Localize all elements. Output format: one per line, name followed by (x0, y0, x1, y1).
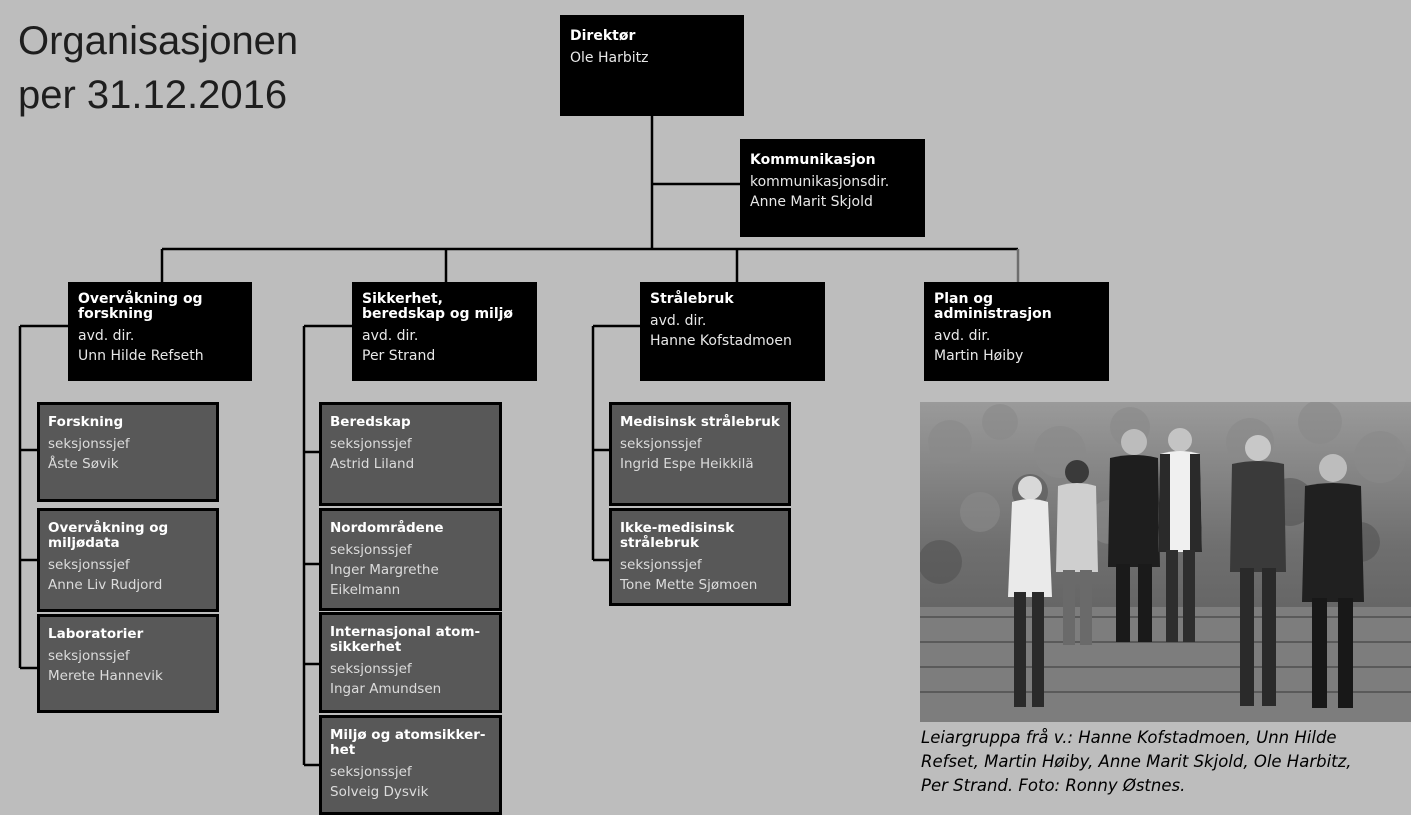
section-person: Åste Søvik (48, 456, 119, 472)
section-name: Nordområdene (330, 520, 444, 536)
title-line-1: Organisasjonen (18, 19, 299, 63)
department-box-overvakning: Overvåkning og forskning avd. dir. Unn H… (68, 282, 252, 381)
department-person: Unn Hilde Refseth (78, 348, 204, 364)
department-role: avd. dir. (934, 328, 991, 344)
director-person: Ole Harbitz (570, 50, 649, 66)
department-person: Per Strand (362, 348, 436, 364)
section-person: Astrid Liland (330, 456, 415, 472)
department-role: avd. dir. (650, 313, 707, 329)
department-name: Strålebruk (650, 291, 734, 307)
photo-caption: Leiargruppa frå v.: Hanne Kofstadmoen, U… (921, 726, 1411, 798)
department-role: avd. dir. (78, 328, 135, 344)
section-name: Forskning (48, 414, 124, 430)
section-box-ikke-medisinsk-stralebruk: Ikke-medisinsk strålebruk seksjonssjef T… (609, 508, 791, 606)
section-role: seksjonssjef (330, 542, 412, 558)
section-box-overvakning-miljodata: Overvåkning og miljødata seksjonssjef An… (37, 508, 219, 612)
section-person: Solveig Dysvik (330, 784, 429, 800)
section-person: Anne Liv Rudjord (48, 577, 163, 593)
section-person: Inger Margrethe Eikelmann (330, 562, 439, 598)
department-box-sikkerhet: Sikkerhet, beredskap og miljø avd. dir. … (352, 282, 537, 381)
section-box-laboratorier: Laboratorier seksjonssjef Merete Hannevi… (37, 614, 219, 713)
department-name: Sikkerhet, beredskap og miljø (362, 291, 514, 322)
page-title: Organisasjonen per 31.12.2016 (18, 14, 298, 122)
section-role: seksjonssjef (330, 764, 412, 780)
section-role: seksjonssjef (620, 436, 702, 452)
section-person: Merete Hannevik (48, 668, 163, 684)
section-person: Tone Mette Sjømoen (620, 577, 758, 593)
communication-role: kommunikasjonsdir. (750, 174, 890, 190)
communication-person: Anne Marit Skjold (750, 194, 873, 210)
section-role: seksjonssjef (48, 648, 130, 664)
department-role: avd. dir. (362, 328, 419, 344)
department-name: Plan og administrasjon (934, 291, 1052, 322)
caption-line-3: Per Strand. Foto: Ronny Østnes. (921, 776, 1186, 795)
director-label: Direktør (570, 28, 636, 44)
section-box-internasjonal-atomsikkerhet: Internasjonal atom-sikkerhet seksjonssje… (319, 612, 502, 713)
department-person: Martin Høiby (934, 348, 1024, 364)
department-box-stralebruk: Strålebruk avd. dir. Hanne Kofstadmoen (640, 282, 825, 381)
leadership-group-photo (920, 402, 1411, 722)
section-box-beredskap: Beredskap seksjonssjef Astrid Liland (319, 402, 502, 506)
section-name: Beredskap (330, 414, 411, 430)
section-person: Ingrid Espe Heikkilä (620, 456, 754, 472)
caption-line-1: Leiargruppa frå v.: Hanne Kofstadmoen, U… (921, 728, 1337, 747)
section-role: seksjonssjef (48, 436, 130, 452)
section-name: Medisinsk strålebruk (620, 414, 780, 430)
department-person: Hanne Kofstadmoen (650, 333, 792, 349)
section-role: seksjonssjef (48, 557, 130, 573)
section-role: seksjonssjef (330, 436, 412, 452)
section-name: Ikke-medisinsk strålebruk (620, 520, 735, 551)
director-box: Direktør Ole Harbitz (560, 15, 744, 116)
section-name: Overvåkning og miljødata (48, 520, 169, 551)
section-box-miljo-atomsikkerhet: Miljø og atomsikker-het seksjonssjef Sol… (319, 715, 502, 815)
section-name: Laboratorier (48, 626, 144, 642)
section-box-forskning: Forskning seksjonssjef Åste Søvik (37, 402, 219, 502)
section-role: seksjonssjef (620, 557, 702, 573)
section-box-medisinsk-stralebruk: Medisinsk strålebruk seksjonssjef Ingrid… (609, 402, 791, 506)
section-name: Internasjonal atom-sikkerhet (330, 624, 481, 655)
communication-label: Kommunikasjon (750, 152, 876, 168)
caption-line-2: Refset, Martin Høiby, Anne Marit Skjold,… (921, 752, 1352, 771)
section-role: seksjonssjef (330, 661, 412, 677)
communication-box: Kommunikasjon kommunikasjonsdir. Anne Ma… (740, 139, 925, 237)
section-box-nordomradene: Nordområdene seksjonssjef Inger Margreth… (319, 508, 502, 611)
section-person: Ingar Amundsen (330, 681, 442, 697)
section-name: Miljø og atomsikker-het (330, 727, 486, 758)
department-box-plan: Plan og administrasjon avd. dir. Martin … (924, 282, 1109, 381)
department-name: Overvåkning og forskning (78, 291, 203, 322)
title-line-2: per 31.12.2016 (18, 73, 288, 117)
